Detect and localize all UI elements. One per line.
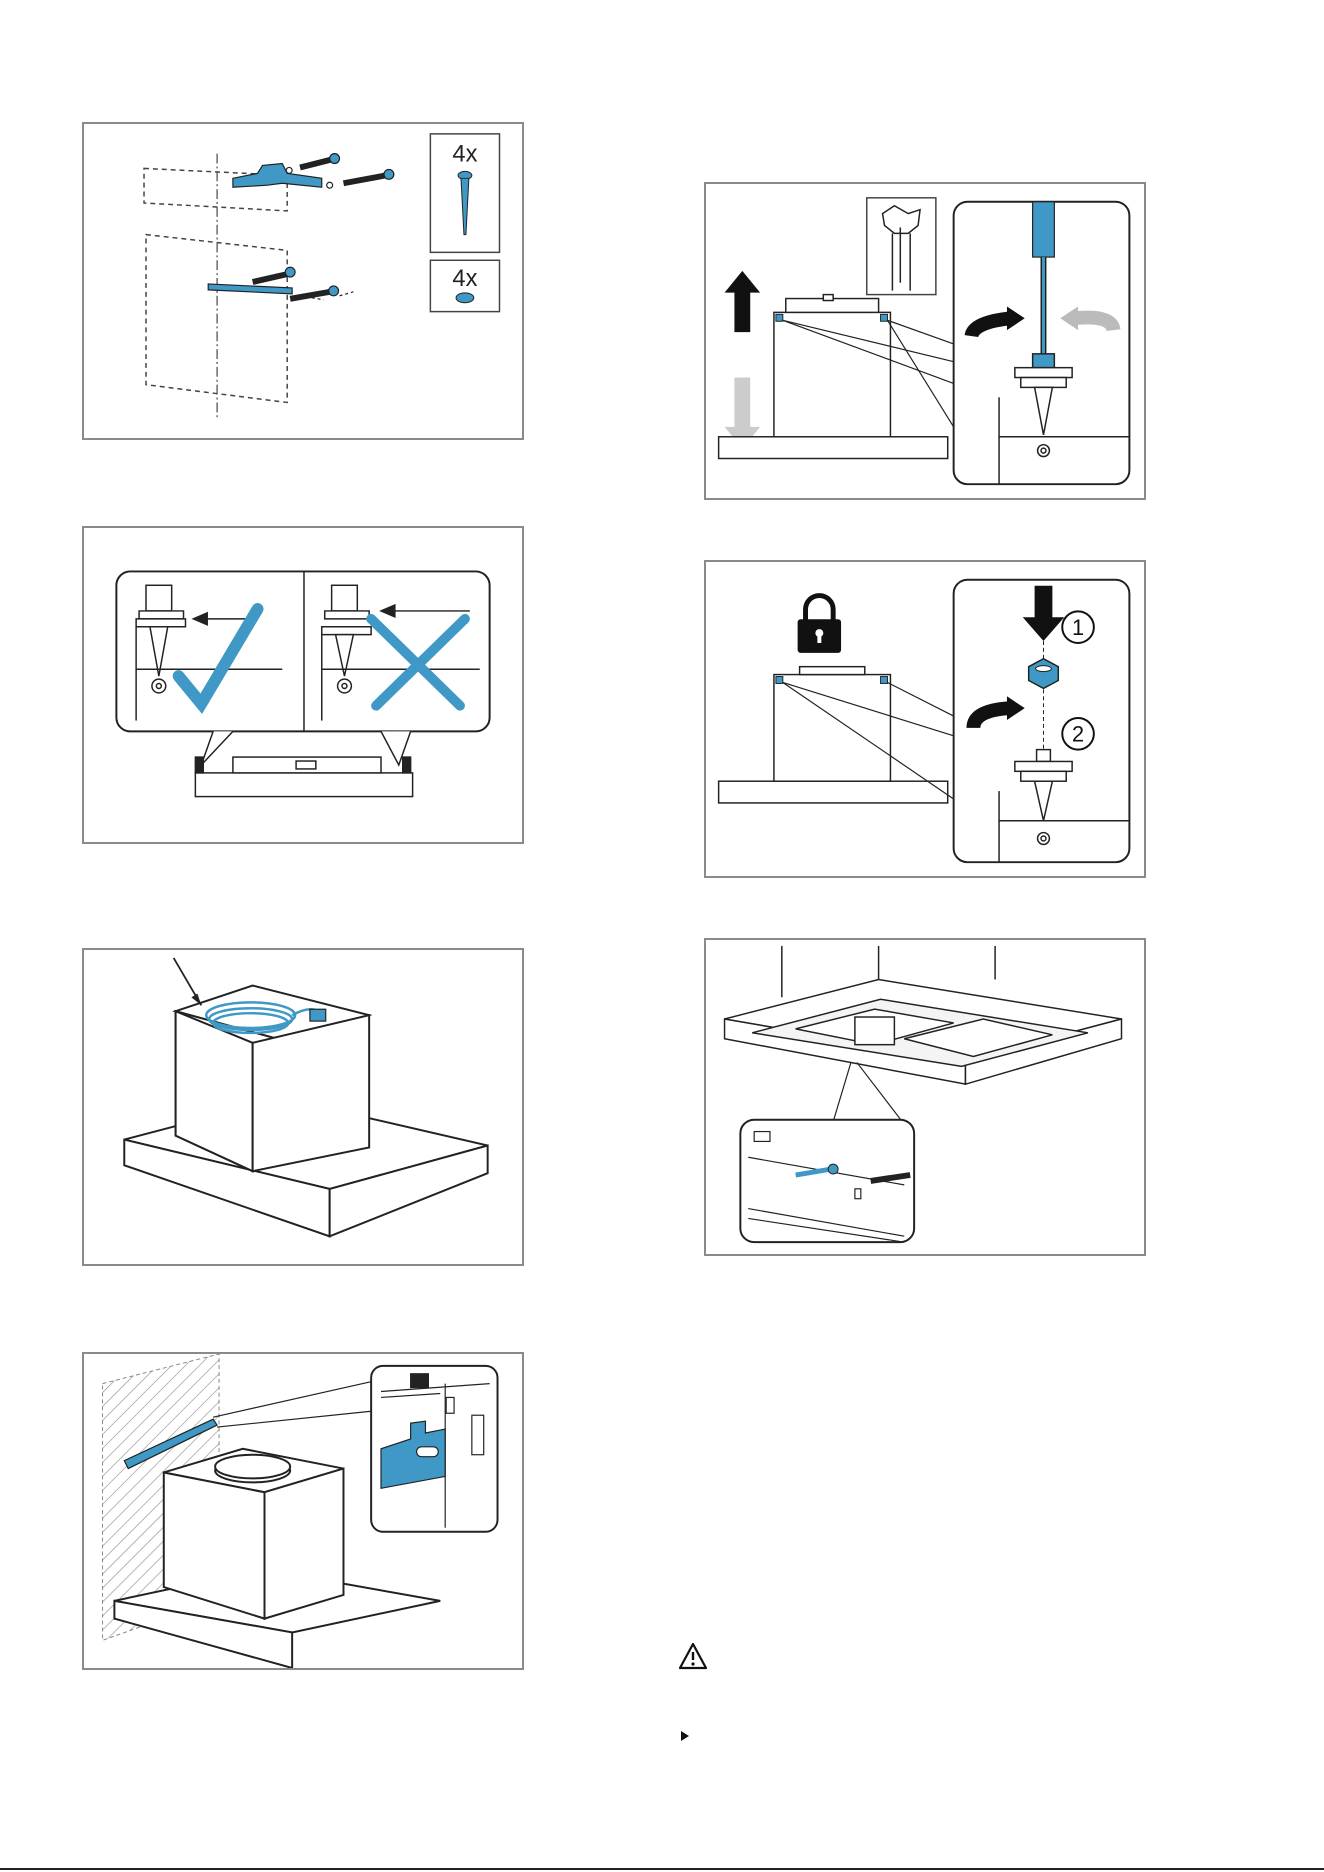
figure-leveling-check bbox=[82, 526, 524, 844]
underside-screw-drawing bbox=[706, 940, 1144, 1254]
figure-lock-nut: 1 2 bbox=[704, 560, 1146, 878]
leveling-drawing bbox=[84, 528, 522, 842]
step-2-label: 2 bbox=[1072, 722, 1084, 747]
step-1-label: 1 bbox=[1072, 615, 1084, 640]
height-adjust-drawing bbox=[706, 184, 1144, 498]
figure-height-adjust bbox=[704, 182, 1146, 500]
figure-bracket-screws: 4x 4x bbox=[82, 122, 524, 440]
figure-wall-bracket-hookin bbox=[82, 1352, 524, 1670]
hood-cable-drawing bbox=[84, 950, 522, 1264]
arrow-up-icon bbox=[725, 271, 761, 332]
screw-qty-label: 4x bbox=[452, 142, 477, 168]
page-footer-rule bbox=[0, 1868, 1324, 1870]
warning-icon bbox=[678, 1642, 708, 1670]
padlock-icon bbox=[798, 596, 841, 653]
wall-bracket-drawing bbox=[84, 1354, 522, 1668]
bullet-arrow-icon bbox=[680, 1730, 690, 1742]
bracket-screws-drawing: 4x 4x bbox=[84, 124, 522, 438]
washer-icon bbox=[456, 293, 474, 303]
plug-icon bbox=[310, 1009, 326, 1021]
figure-hood-cable bbox=[82, 948, 524, 1266]
figure-underside-screw bbox=[704, 938, 1146, 1256]
washer-qty-label: 4x bbox=[452, 266, 477, 292]
screwdriver-handle bbox=[1033, 202, 1055, 257]
lock-nut-drawing: 1 2 bbox=[706, 562, 1144, 876]
